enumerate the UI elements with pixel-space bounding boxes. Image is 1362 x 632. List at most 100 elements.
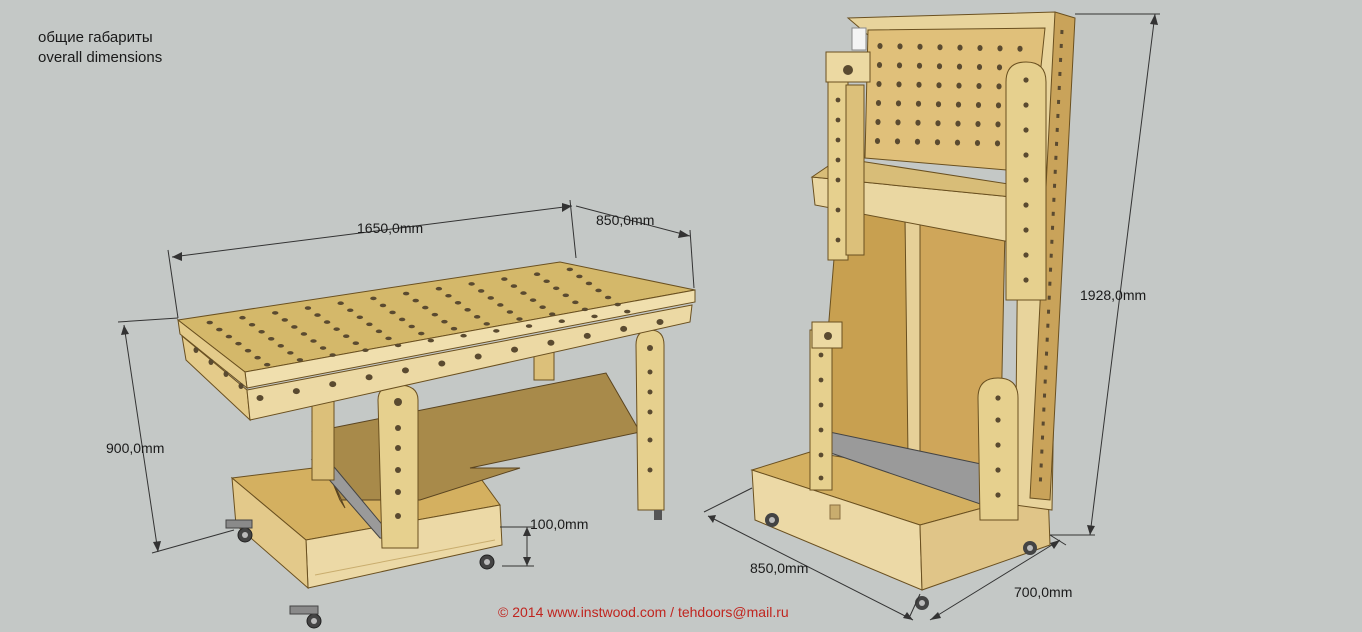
peg-hole	[997, 45, 1003, 52]
pegboard	[851, 27, 1046, 173]
bench-hole	[441, 319, 448, 324]
bench-hole	[497, 303, 504, 307]
peg-hole	[917, 43, 923, 50]
peg-hole	[897, 43, 903, 50]
bench-hole	[267, 337, 275, 341]
peg-hole	[937, 44, 943, 51]
bench-hole	[591, 314, 598, 319]
bench-hole	[258, 329, 265, 334]
peg-hole	[976, 64, 983, 70]
bench-hole	[464, 308, 471, 312]
peg-hole	[916, 81, 922, 88]
peg-hole	[914, 138, 921, 145]
upright-hole	[995, 467, 1001, 473]
bench-hole	[533, 272, 541, 277]
front-left-leg	[377, 384, 419, 549]
upright-hole	[1023, 252, 1029, 258]
bench-hole	[314, 313, 321, 317]
bench-hole	[385, 336, 392, 341]
bench-hole	[553, 286, 560, 291]
bench-hole	[239, 315, 246, 320]
edge-hole	[193, 347, 199, 353]
peg-hole	[896, 62, 903, 69]
bench-hole	[379, 303, 387, 308]
peg-hole	[935, 101, 942, 108]
bench-hole	[277, 344, 284, 348]
upright-holes-right	[995, 77, 1029, 498]
upright-hole	[995, 442, 1001, 448]
peg-hole	[975, 121, 981, 127]
bench-hole	[539, 305, 546, 309]
edge-hole	[401, 367, 409, 374]
edge-hole	[583, 332, 591, 339]
dim-table-depth: 850,0mm	[596, 212, 655, 228]
upright-hole	[818, 352, 824, 358]
bench-hole	[493, 329, 500, 333]
bench-hole	[412, 298, 419, 303]
upright-hole	[995, 395, 1001, 401]
peg-hole	[994, 140, 1001, 147]
peg-hole	[976, 83, 982, 89]
upright-holes-left	[818, 97, 841, 481]
peg-hole	[934, 139, 941, 146]
peg-hole	[975, 102, 982, 108]
workbench	[176, 261, 696, 629]
dim-table-length: 1650,0mm	[357, 220, 424, 236]
peg-hole	[876, 62, 883, 68]
bench-hole	[244, 348, 252, 353]
peg-hole	[874, 138, 881, 144]
bench-dog-holes	[206, 267, 631, 367]
bench-hole	[408, 324, 415, 329]
bench-hole	[402, 291, 410, 296]
peg-hole	[875, 119, 881, 125]
peg-hole	[995, 121, 1001, 128]
bench-hole	[356, 315, 364, 320]
upright-hole	[835, 97, 841, 103]
bench-hole	[572, 300, 579, 305]
bench-hole	[370, 296, 377, 301]
peg-hole	[957, 44, 963, 51]
peg-hole	[915, 119, 921, 126]
workbench-casters	[225, 519, 495, 629]
peg-hole	[996, 83, 1002, 90]
edge-hole	[438, 360, 446, 367]
bench-hole	[445, 293, 452, 298]
upright-hole	[1023, 202, 1029, 208]
edge-hole	[511, 346, 519, 353]
upright-hole	[818, 475, 824, 481]
bench-hole	[510, 284, 518, 288]
peg-hole	[977, 45, 983, 51]
bench-hole	[343, 334, 350, 338]
cabinet	[750, 11, 1076, 610]
bench-hole	[352, 341, 360, 345]
upright-hole	[1023, 277, 1029, 283]
bench-hole	[435, 286, 443, 291]
peg-hole	[936, 63, 943, 70]
peg-hole	[916, 62, 923, 69]
edge-hole	[365, 374, 373, 381]
bench-hole	[468, 282, 475, 286]
bench-hole	[287, 351, 294, 355]
title-russian: общие габариты	[38, 29, 153, 46]
drawing-title: общие габариты overall dimensions	[38, 28, 162, 68]
upright-hole	[818, 402, 824, 408]
edge-hole	[620, 325, 628, 332]
upright-hole	[1023, 227, 1029, 233]
bench-hole	[225, 334, 233, 339]
bench-hole	[323, 320, 331, 324]
peg-hole	[876, 81, 882, 87]
bench-hole	[431, 312, 439, 317]
bench-hole	[389, 310, 396, 315]
peg-hole	[895, 119, 901, 126]
bench-hole	[272, 311, 279, 315]
upright-hole	[818, 427, 824, 433]
edge-holes	[193, 319, 664, 401]
bench-hole	[501, 277, 508, 281]
bench-hole	[624, 309, 631, 314]
edge-hole	[238, 383, 244, 389]
dim-cabinet-height: 1928,0mm	[1080, 287, 1147, 303]
peg-hole	[996, 64, 1003, 71]
bench-hole	[329, 353, 336, 357]
peg-hole	[896, 81, 902, 88]
